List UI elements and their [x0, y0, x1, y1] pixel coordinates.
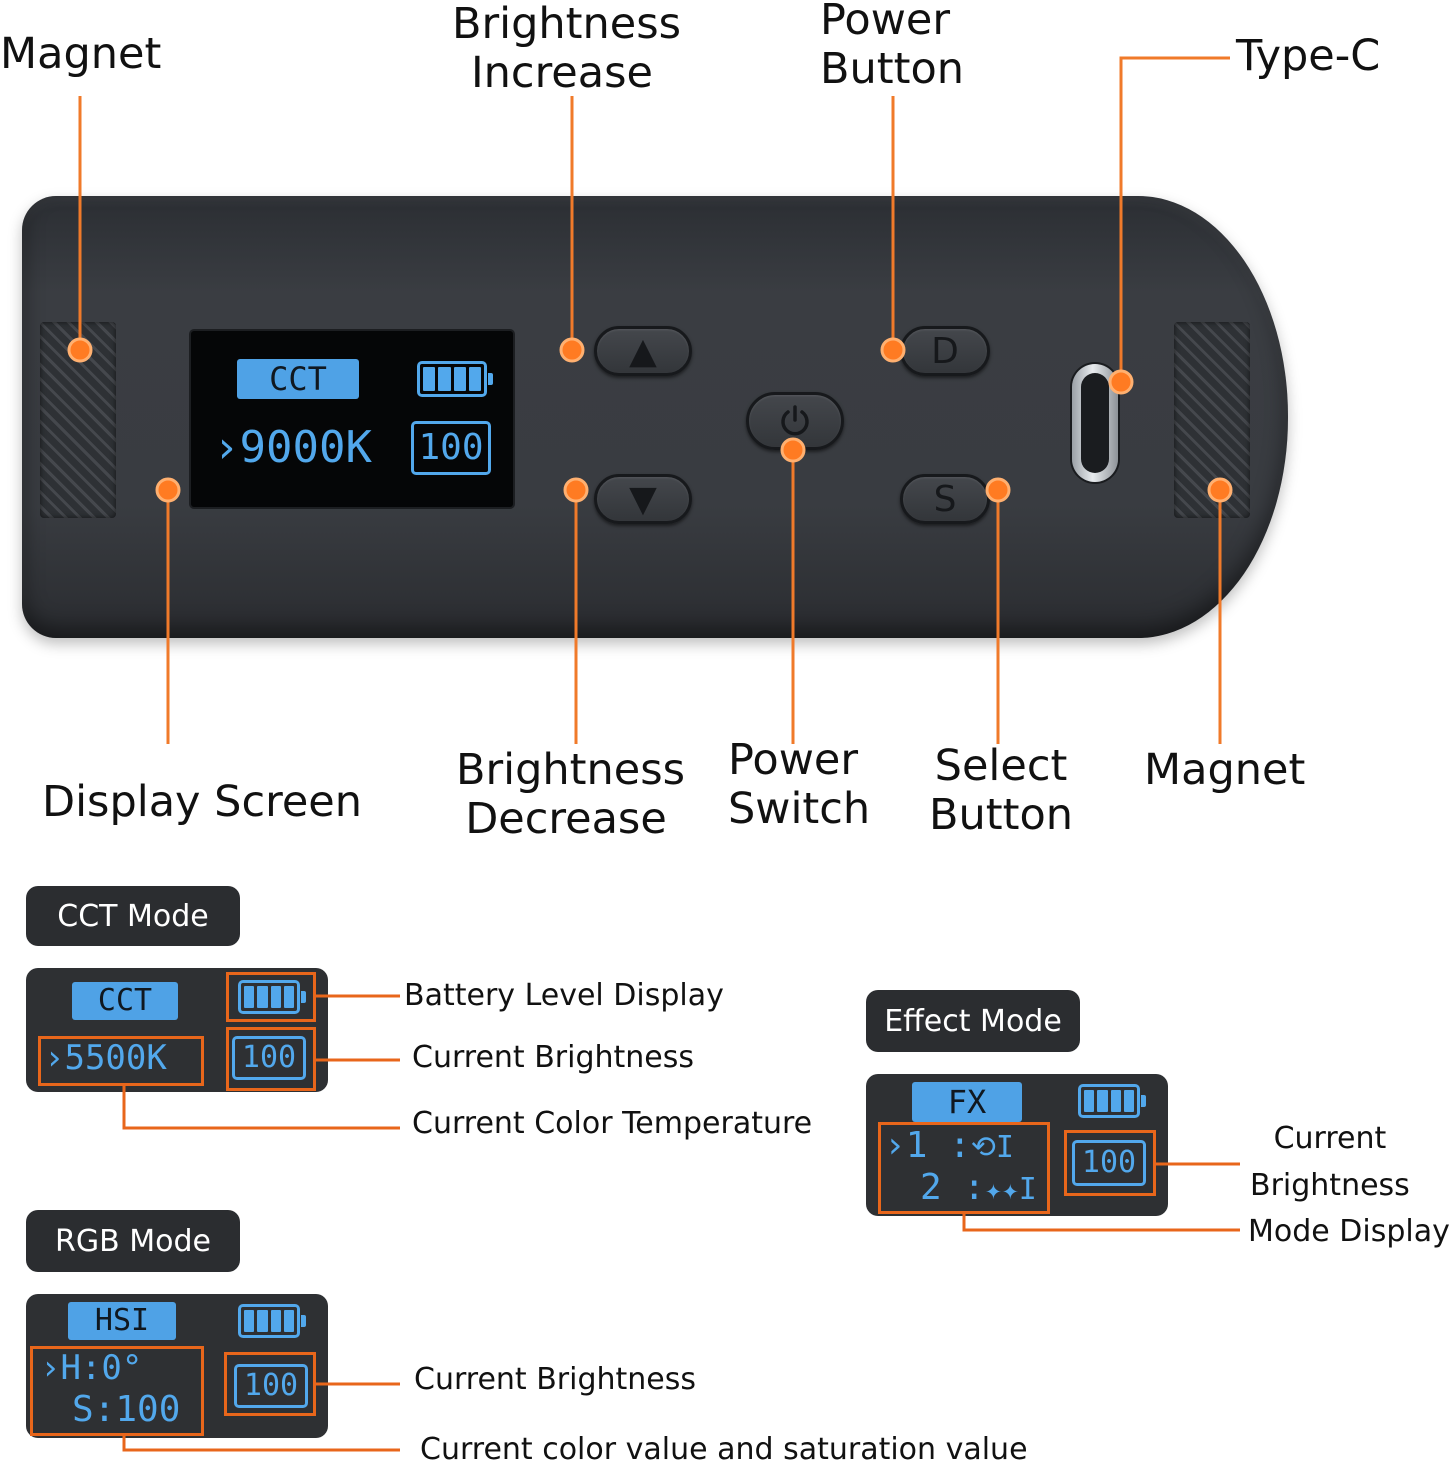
- cct-value-highlight: [38, 1036, 204, 1086]
- battery-icon: [238, 980, 306, 1014]
- rgb-mode-pill: HSI: [68, 1302, 176, 1340]
- label-type-c: Type-C: [1236, 31, 1381, 81]
- effect-mode-panel: FX ›1 :⟲I 2 :✦✦I 100: [866, 1074, 1168, 1216]
- cct-mode-value: ›5500K: [44, 1036, 167, 1080]
- effect-mode-row1-text: 1 :: [905, 1125, 971, 1166]
- screen-brightness-box: 100: [411, 421, 491, 475]
- device-display-screen: CCT ›9000K 100: [191, 331, 513, 507]
- power-d-button[interactable]: D: [900, 326, 990, 376]
- note-battery-level: Battery Level Display: [404, 978, 724, 1013]
- label-brightness-decrease: Brightness Decrease: [456, 745, 686, 844]
- cct-mode-value-text: 5500K: [64, 1038, 167, 1078]
- rgb-mode-hue-text: H:0°: [60, 1348, 143, 1388]
- label-brightness-decrease-line1: Brightness: [456, 745, 686, 795]
- note-color-temperature: Current Color Temperature: [412, 1106, 813, 1141]
- effect-mode-row2: 2 :✦✦I: [920, 1166, 1037, 1212]
- cct-mode-tag: CCT Mode: [26, 886, 240, 946]
- cct-brightness-highlight: [226, 1027, 316, 1091]
- effect-mode-row1-cursor: I: [995, 1130, 1014, 1165]
- chevron-right-icon: ›: [884, 1125, 906, 1166]
- rgb-mode-panel: HSI ›H:0° S:100 100: [26, 1294, 328, 1438]
- brightness-decrease-button[interactable]: ▼: [594, 474, 692, 524]
- label-magnet-right: Magnet: [1144, 745, 1306, 795]
- power-switch-button[interactable]: [746, 392, 844, 450]
- note-color-value: Current color value and saturation value: [420, 1432, 1028, 1467]
- effect-mode-display-highlight: [878, 1122, 1050, 1214]
- cct-battery-highlight: [226, 972, 316, 1022]
- power-icon: [781, 405, 809, 436]
- screen-cct-value-text: 9000K: [239, 422, 372, 473]
- screen-mode-pill: CCT: [237, 359, 359, 399]
- label-magnet-left: Magnet: [0, 29, 162, 79]
- battery-icon: [1078, 1084, 1146, 1118]
- rgb-mode-sat: S:100: [72, 1389, 181, 1430]
- sparkle-icon: ✦✦: [985, 1173, 1019, 1206]
- loop-icon: ⟲: [970, 1130, 996, 1165]
- note-rgb-brightness: Current Brightness: [414, 1362, 697, 1397]
- effect-mode-brightness-box: 100: [1072, 1140, 1146, 1186]
- effect-mode-row1: ›1 :⟲I: [884, 1124, 1014, 1170]
- type-c-port: [1072, 364, 1118, 482]
- label-power-switch: Power Switch: [728, 736, 870, 833]
- brightness-increase-button[interactable]: ▲: [594, 326, 692, 376]
- cct-mode-panel: CCT ›5500K 100: [26, 968, 328, 1092]
- rgb-value-highlight: [30, 1346, 204, 1436]
- magnet-left-pad: [40, 322, 116, 518]
- cct-mode-pill: CCT: [72, 982, 178, 1020]
- label-power-switch-line1: Power: [728, 735, 859, 785]
- label-select-button-line1: Select: [934, 741, 1068, 791]
- label-brightness-increase-line1: Brightness: [452, 0, 682, 49]
- note-effect-brightness-line1: Current: [1273, 1121, 1387, 1156]
- rgb-mode-brightness-box: 100: [234, 1364, 308, 1408]
- screen-cct-value: ›9000K: [213, 421, 372, 475]
- effect-mode-row2-text: 2 :: [920, 1167, 986, 1208]
- label-select-button: Select Button: [926, 742, 1076, 839]
- chevron-right-icon: ›: [213, 422, 240, 473]
- label-power-button: Power Button: [820, 0, 964, 93]
- label-select-button-line2: Button: [928, 789, 1074, 840]
- cct-mode-brightness-box: 100: [232, 1036, 306, 1080]
- label-power-button-line1: Power: [820, 0, 951, 45]
- battery-icon: [238, 1304, 306, 1338]
- label-brightness-increase-line2: Increase: [471, 47, 653, 98]
- label-brightness-decrease-line2: Decrease: [465, 793, 667, 844]
- effect-mode-row2-cursor: I: [1018, 1172, 1037, 1207]
- effect-mode-tag: Effect Mode: [866, 990, 1080, 1052]
- chevron-right-icon: ›: [40, 1348, 61, 1388]
- note-effect-brightness: Current Brightness: [1250, 1116, 1410, 1209]
- rgb-brightness-highlight: [224, 1352, 316, 1416]
- effect-brightness-highlight: [1064, 1130, 1156, 1196]
- label-brightness-increase: Brightness Increase: [452, 0, 682, 98]
- effect-mode-pill: FX: [912, 1082, 1022, 1122]
- select-s-button[interactable]: S: [900, 474, 990, 524]
- chevron-right-icon: ›: [44, 1038, 65, 1078]
- note-effect-brightness-line2: Brightness: [1250, 1167, 1410, 1203]
- rgb-mode-tag: RGB Mode: [26, 1210, 240, 1272]
- rgb-mode-hue: ›H:0°: [40, 1346, 142, 1390]
- battery-icon: [417, 361, 493, 397]
- note-mode-display: Mode Display: [1248, 1214, 1450, 1249]
- note-cct-brightness: Current Brightness: [412, 1040, 695, 1075]
- magnet-right-pad: [1174, 322, 1250, 518]
- label-power-button-line2: Button: [820, 43, 965, 94]
- label-display-screen: Display Screen: [42, 777, 363, 827]
- label-power-switch-line2: Switch: [728, 783, 871, 834]
